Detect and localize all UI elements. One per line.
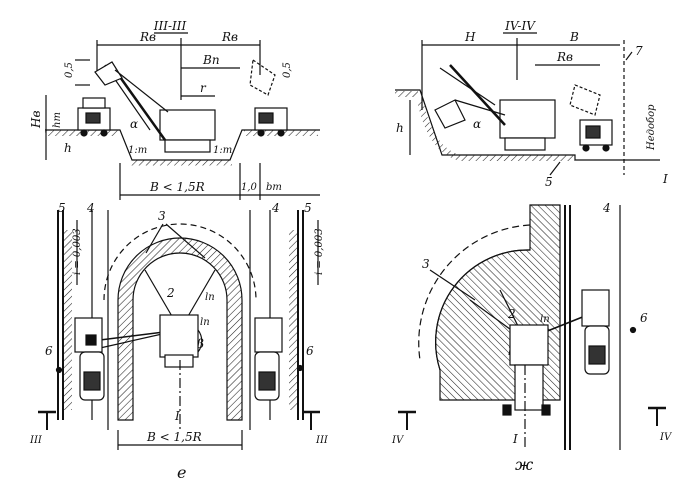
left-section-III-right: III (315, 435, 329, 446)
left-num-5-right: 5 (304, 201, 312, 215)
left-section-view: III-III Rв Rв Bп r 0,5 0,5 Hв hт h (29, 19, 320, 200)
left-num-5-left: 5 (58, 201, 66, 215)
left-num-4-right: 4 (271, 201, 280, 215)
left-label-beta: β (196, 337, 204, 351)
left-axis-I: I (174, 409, 180, 423)
left-section-III-left: III (29, 435, 43, 446)
left-dim-rv-left: Rв (139, 30, 156, 44)
right-num-2: 2 (507, 307, 516, 321)
left-dim-b-plan: B < 1,5R (146, 430, 202, 444)
left-dim-rv-right: Rв (221, 30, 238, 44)
right-num-6: 6 (640, 311, 648, 325)
right-label-h: h (396, 121, 404, 135)
left-dim-05-left: 0,5 (64, 62, 75, 78)
right-section-view: IV-IV H B Rв 7 Недобор h α 5 I (395, 19, 668, 189)
left-dim-r: r (200, 81, 207, 95)
right-num-5: 5 (545, 175, 553, 189)
left-dim-bp: Bп (202, 53, 220, 67)
left-num-6-right: 6 (306, 344, 314, 358)
left-num-6-left: 6 (45, 344, 53, 358)
left-num-4-left: 4 (86, 201, 95, 215)
left-caption: е (177, 463, 186, 482)
left-label-ln-2: lп (200, 317, 210, 328)
right-num-4: 4 (602, 201, 611, 215)
right-axis-I-bottom: I (512, 432, 518, 446)
right-axis-I-top: I (662, 172, 668, 186)
left-label-h: h (64, 141, 72, 155)
right-dim-H: H (464, 30, 476, 44)
left-section-title: III-III (153, 19, 187, 33)
right-plan-view: 4 3 2 lп lп β I 6 IV IV (391, 201, 673, 450)
left-label-alpha: α (130, 117, 138, 131)
left-dim-b-bottom: B < 1,5R (149, 180, 205, 194)
right-label-nedobor: Недобор (646, 104, 657, 151)
right-dim-B: B (569, 30, 579, 44)
right-caption: ж (515, 455, 534, 474)
right-section-title: IV-IV (504, 19, 536, 33)
right-section-IV-right: IV (659, 432, 673, 443)
right-num-3: 3 (422, 257, 430, 271)
right-num-7: 7 (635, 44, 643, 58)
left-label-ht: hт (52, 112, 63, 128)
right-section-IV-left: IV (391, 435, 405, 446)
right-label-ln-1: lп (540, 314, 550, 325)
left-dim-05-right: 0,5 (282, 62, 293, 78)
left-dim-bt: bт (266, 182, 282, 193)
left-plan-view: 5 4 4 5 i = 0,003 i = 0,003 3 2 lп lп β … (29, 201, 329, 450)
left-num-2: 2 (166, 286, 175, 300)
left-label-ln-1: lп (205, 292, 215, 303)
left-num-3: 3 (158, 209, 166, 223)
right-dim-rv: Rв (556, 50, 573, 64)
left-slope-left: 1:m (128, 145, 147, 156)
left-dim-10: 1,0 (241, 182, 258, 193)
left-slope-i-right: i = 0,003 (314, 228, 325, 275)
left-slope-right: 1:m (213, 145, 232, 156)
right-label-alpha: α (473, 117, 481, 131)
left-label-hv: Hв (29, 111, 43, 129)
